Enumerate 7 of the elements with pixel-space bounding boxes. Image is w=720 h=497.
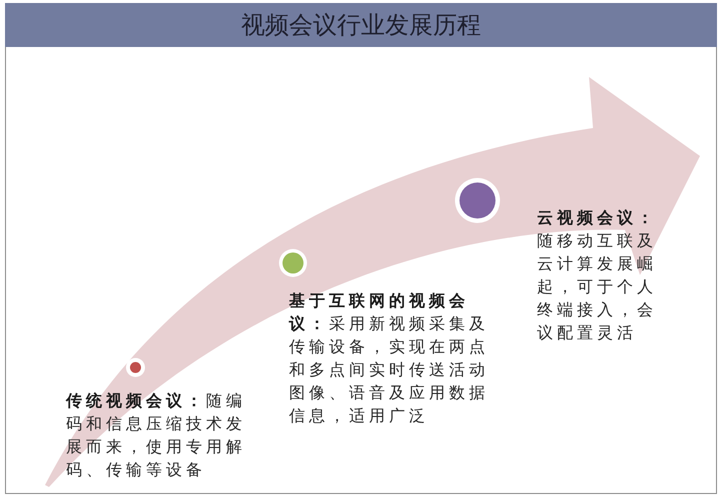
stage-description: 云视频会议：随移动互联及云计算发展崛起，可于个人终端接入，会议配置灵活 xyxy=(537,207,658,344)
milestone-dot xyxy=(454,178,500,222)
milestone-dot xyxy=(279,249,307,277)
stage-description: 传统视频会议：随编码和信息压缩技术发展而来，使用专用解码、传输等设备 xyxy=(66,390,247,481)
milestone-dot xyxy=(126,358,144,376)
stage-description: 基于互联网的视频会议：采用新视频采集及传输设备，实现在两点和多点间实时传送活动图像、语音及应用数据信息，适用广泛 xyxy=(289,290,490,427)
title-bar: 视频会议行业发展历程 xyxy=(5,3,717,47)
